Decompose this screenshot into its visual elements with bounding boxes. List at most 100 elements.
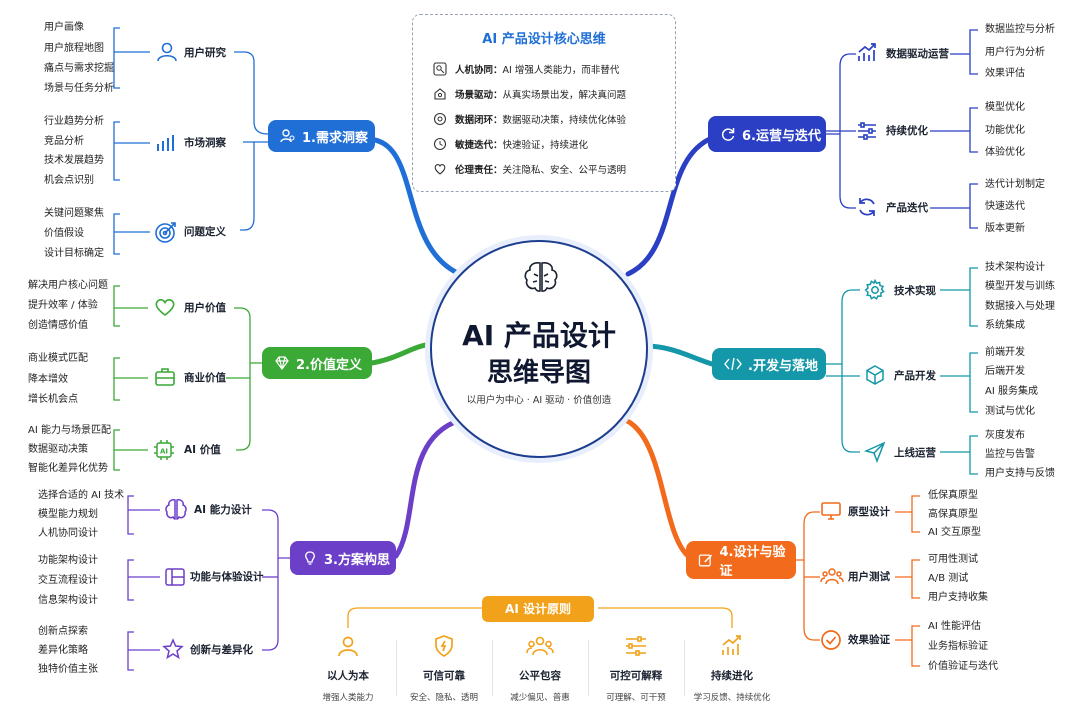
divider bbox=[684, 640, 685, 696]
core-item-key: 人机协同： bbox=[455, 65, 503, 76]
core-item-text: 关注隐私、安全、公平与透明 bbox=[502, 165, 627, 176]
core-item-text: 数据驱动决策，持续优化体验 bbox=[502, 115, 627, 126]
leaf-item: 业务指标验证 bbox=[928, 641, 988, 652]
layout-icon bbox=[165, 568, 185, 586]
core-item-key: 场景驱动： bbox=[455, 90, 503, 101]
leaf-item: 后端开发 bbox=[985, 366, 1025, 377]
principle-item: 可信可靠 安全、隐私、透明 bbox=[396, 634, 492, 703]
leaf-item: 用户行为分析 bbox=[985, 47, 1045, 58]
leaf-item: 选择合适的 AI 技术 bbox=[38, 490, 125, 501]
branch-solution-ideation[interactable]: 3.方案构思 bbox=[290, 541, 396, 575]
principle-name: 可控可解释 bbox=[609, 670, 663, 682]
leaf-item: 差异化策略 bbox=[38, 645, 88, 656]
svg-text:AI: AI bbox=[160, 448, 168, 456]
heart-shield-icon bbox=[434, 164, 446, 175]
diamond-icon bbox=[275, 356, 289, 370]
brain-icon bbox=[165, 499, 187, 520]
leaf-item: 快速迭代 bbox=[985, 201, 1025, 212]
leaf-item: 商业模式匹配 bbox=[28, 353, 88, 364]
center-node: AI 产品设计 思维导图 以用户为中心 · AI 驱动 · 价值创造 bbox=[430, 240, 648, 458]
branch-development-launch[interactable]: .开发与落地 bbox=[712, 348, 826, 380]
subnode-label: 市场洞察 bbox=[184, 137, 226, 149]
send-icon bbox=[864, 441, 886, 463]
leaf-item: 数据接入与处理 bbox=[985, 301, 1055, 312]
design-principles-panel: AI 设计原则 以人为本 增强人类能力 可信可靠 安全、隐私、透明 公平包容 减… bbox=[300, 596, 780, 710]
subnode-label: 数据驱动运营 bbox=[886, 48, 949, 60]
leaf-item: 信息架构设计 bbox=[38, 595, 98, 606]
subnode-label: 用户价值 bbox=[184, 302, 226, 314]
subnode-label: 产品迭代 bbox=[886, 202, 928, 214]
leaf-item: 价值验证与迭代 bbox=[928, 661, 998, 672]
divider bbox=[588, 640, 589, 696]
user-icon bbox=[157, 42, 177, 62]
principle-desc: 学习反馈、持续优化 bbox=[693, 693, 771, 703]
leaf-item: 低保真原型 bbox=[928, 490, 978, 501]
branch-label: 3.方案构思 bbox=[324, 552, 390, 568]
leaf-item: 灰度发布 bbox=[985, 430, 1025, 441]
sliders-icon bbox=[858, 122, 876, 140]
leaf-item: 价值假设 bbox=[44, 228, 84, 239]
subnode-label: 用户测试 bbox=[848, 571, 890, 583]
core-item: 伦理责任：关注隐私、安全、公平与透明 bbox=[433, 162, 626, 176]
principle-item: 以人为本 增强人类能力 bbox=[300, 634, 396, 703]
divider bbox=[492, 640, 493, 696]
center-title-line1: AI 产品设计 bbox=[462, 319, 616, 352]
leaf-item: 用户画像 bbox=[44, 22, 84, 33]
branch-value-definition[interactable]: 2.价值定义 bbox=[262, 347, 372, 379]
leaf-item: 设计目标确定 bbox=[44, 248, 104, 259]
subnode-label: 商业价值 bbox=[184, 372, 226, 384]
core-item-key: 敏捷迭代： bbox=[455, 140, 503, 151]
leaf-item: 创造情感价值 bbox=[28, 320, 88, 331]
subnode-label: 创新与差异化 bbox=[190, 644, 253, 656]
branch-operation-iteration[interactable]: 6.运营与迭代 bbox=[708, 116, 826, 152]
leaf-item: 前端开发 bbox=[985, 347, 1025, 358]
leaf-item: 交互流程设计 bbox=[38, 575, 98, 586]
briefcase-icon bbox=[155, 368, 175, 386]
principle-desc: 增强人类能力 bbox=[322, 693, 374, 703]
check-circle-icon bbox=[821, 630, 841, 650]
leaf-item: 痛点与需求挖掘 bbox=[44, 63, 114, 74]
center-subtitle: 以用户为中心 · AI 驱动 · 价值创造 bbox=[466, 395, 612, 406]
leaf-item: 模型能力规划 bbox=[38, 509, 98, 520]
leaf-item: AI 能力与场景匹配 bbox=[28, 425, 111, 436]
leaf-item: 提升效率 / 体验 bbox=[28, 300, 98, 311]
branch-label: 1.需求洞察 bbox=[302, 130, 368, 146]
leaf-item: AI 交互原型 bbox=[928, 527, 981, 538]
leaf-item: 数据驱动决策 bbox=[28, 444, 88, 455]
leaf-item: 模型优化 bbox=[985, 102, 1025, 113]
sliders-icon bbox=[626, 636, 646, 656]
core-item: 场景驱动：从真实场景出发，解决真问题 bbox=[433, 87, 626, 101]
code-icon bbox=[724, 357, 742, 371]
scene-icon bbox=[434, 88, 446, 100]
leaf-item: 机会点识别 bbox=[44, 175, 94, 186]
leaf-item: 创新点探索 bbox=[38, 626, 88, 637]
center-title-line2: 思维导图 bbox=[486, 358, 591, 388]
heart-icon bbox=[155, 299, 175, 317]
subnode-label: 技术实现 bbox=[894, 285, 936, 297]
leaf-item: 竞品分析 bbox=[44, 136, 84, 147]
leaf-item: 数据监控与分析 bbox=[985, 24, 1055, 35]
branch-design-validation[interactable]: 4.设计与验证 bbox=[686, 541, 796, 579]
leaf-item: 版本更新 bbox=[985, 223, 1025, 234]
leaf-item: 人机协同设计 bbox=[38, 528, 98, 539]
branch-needs-insight[interactable]: 1.需求洞察 bbox=[268, 120, 375, 152]
branch-label: 6.运营与迭代 bbox=[742, 128, 821, 144]
leaf-item: 监控与告警 bbox=[985, 449, 1035, 460]
leaf-item: 迭代计划制定 bbox=[985, 179, 1045, 190]
core-item-text: AI 增强人类能力，而非替代 bbox=[502, 65, 620, 76]
group-icon bbox=[526, 636, 554, 656]
principle-desc: 减少偏见、普惠 bbox=[510, 693, 570, 703]
target-icon bbox=[155, 222, 176, 243]
core-item: 数据闭环：数据驱动决策，持续优化体验 bbox=[433, 112, 626, 126]
user-search-icon bbox=[280, 129, 295, 143]
principle-desc: 安全、隐私、透明 bbox=[409, 693, 478, 703]
bar-chart-icon bbox=[157, 135, 174, 151]
leaf-item: A/B 测试 bbox=[928, 573, 969, 584]
divider bbox=[396, 640, 397, 696]
leaf-item: 关键问题聚焦 bbox=[44, 208, 104, 219]
monitor-icon bbox=[821, 502, 841, 520]
ai-chip-icon: AI bbox=[154, 440, 174, 460]
star-icon bbox=[162, 638, 184, 660]
leaf-item: 技术发展趋势 bbox=[44, 155, 104, 166]
